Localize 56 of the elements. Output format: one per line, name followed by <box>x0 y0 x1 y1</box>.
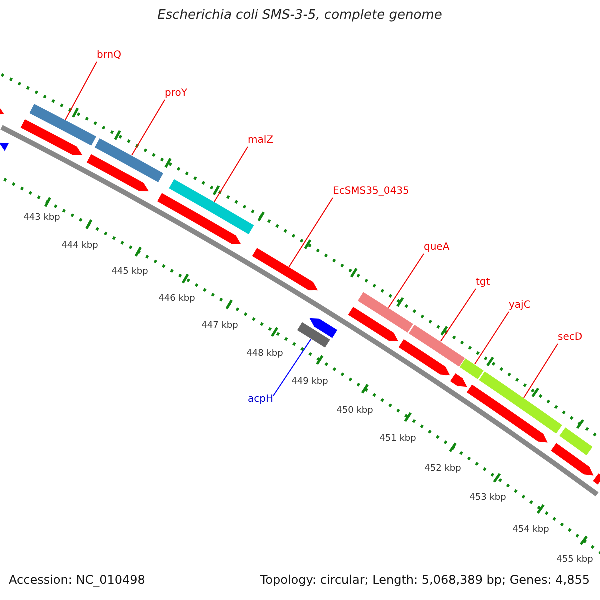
gene-feature <box>0 142 10 152</box>
gene-feature <box>398 338 451 376</box>
leader-line <box>474 312 510 365</box>
scale-label: 444 kbp <box>62 240 98 252</box>
scale-label: 448 kbp <box>246 348 284 360</box>
scale-label: 445 kbp <box>112 266 148 278</box>
leader-line <box>288 198 334 268</box>
gene-feature <box>466 384 549 444</box>
gene-feature <box>450 372 468 388</box>
gene-feature <box>550 442 595 477</box>
scale-label: 447 kbp <box>202 320 238 332</box>
gene-label: secD <box>558 332 583 344</box>
scale-label: 452 kbp <box>424 463 462 475</box>
gene-feature <box>357 292 414 334</box>
accession-text: Accession: NC_010498 <box>9 574 146 586</box>
gene-label: tgt <box>476 277 490 289</box>
title: Escherichia coli SMS-3-5, complete genome <box>156 8 444 23</box>
gene-feature <box>592 472 600 486</box>
gene-label: queA <box>424 242 450 254</box>
gene-feature <box>252 247 319 292</box>
gene-feature <box>20 118 84 156</box>
scale-label: 454 kbp <box>512 524 550 536</box>
leader-line <box>131 100 166 156</box>
scale-label: 450 kbp <box>336 405 374 417</box>
scale-label: 443 kbp <box>24 212 60 224</box>
gene-label: acpH <box>248 394 274 406</box>
gene-feature <box>478 370 564 435</box>
scale-label: 449 kbp <box>292 376 328 388</box>
gene-label: brnQ <box>97 50 122 62</box>
gene-feature <box>168 178 255 236</box>
leader-line <box>524 344 558 398</box>
gene-feature <box>156 192 242 245</box>
gene-label: yajC <box>509 300 531 312</box>
leader-line <box>214 146 248 202</box>
gene-label: malZ <box>248 135 274 147</box>
gene-feature <box>558 426 594 456</box>
scale-label: 453 kbp <box>470 492 506 504</box>
leader-line <box>273 338 312 396</box>
scale-label: 451 kbp <box>380 433 416 445</box>
gene-feature <box>459 358 485 380</box>
leader-line <box>65 62 98 120</box>
gene-feature <box>308 318 338 339</box>
gene-feature <box>408 324 468 369</box>
gene-feature <box>28 103 98 147</box>
gene-label: EcSMS35_0435 <box>333 186 410 198</box>
scale-label: 446 kbp <box>158 293 196 305</box>
genome-info-text: Topology: circular; Length: 5,068,389 bp; Genes: 4,855 <box>260 574 590 586</box>
gene-feature <box>94 138 164 184</box>
leader-line <box>388 254 424 308</box>
scale-label: 455 kbp <box>556 554 594 566</box>
leader-line <box>440 288 476 342</box>
gene-label: proY <box>165 88 188 100</box>
gene-feature <box>0 106 6 116</box>
gene-feature <box>348 306 400 342</box>
gene-feature <box>296 322 331 349</box>
gene-feature <box>86 154 150 192</box>
